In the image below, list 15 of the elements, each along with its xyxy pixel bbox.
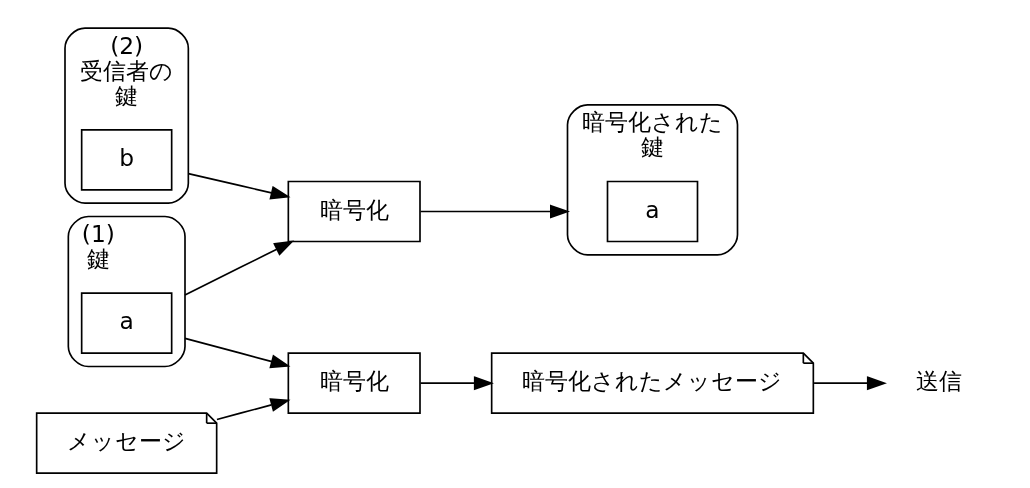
arrow: [216, 398, 291, 421]
node-box: 暗号化: [287, 180, 421, 243]
node-box: 暗号化: [287, 352, 421, 414]
node-box: b: [80, 129, 173, 191]
arrow: [813, 376, 887, 391]
node-text: 送信: [916, 367, 963, 396]
arrow: [419, 376, 494, 391]
arrow: [187, 172, 291, 200]
node-label: (1): [81, 219, 115, 248]
arrow: [184, 240, 295, 296]
node-label: (2): [110, 31, 144, 60]
arrow: [184, 337, 291, 369]
arrow: [419, 204, 571, 219]
node-box: a: [80, 292, 173, 354]
node-box: a: [606, 180, 699, 243]
